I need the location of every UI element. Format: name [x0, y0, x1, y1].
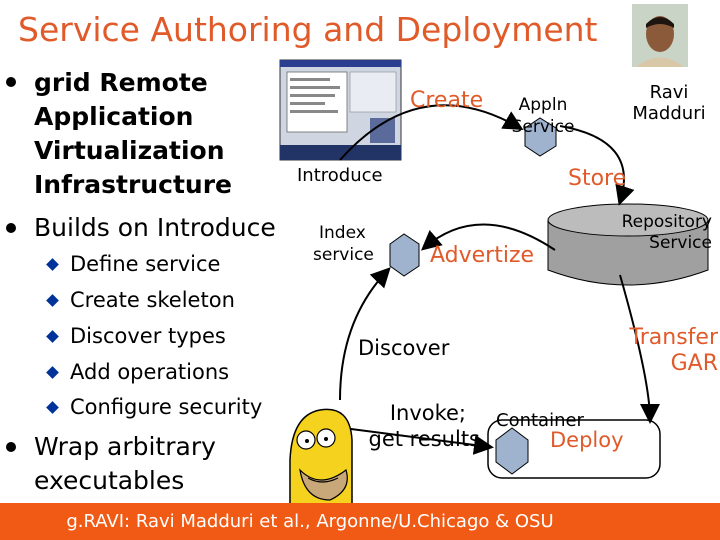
sub-bullet-diamond: [46, 330, 59, 343]
bullet-grid-line2: Application: [34, 102, 194, 131]
arrow-advertize: [420, 223, 556, 251]
bullet-builds-on-introduce: Builds on Introduce: [34, 213, 276, 242]
arrow-discover: [339, 267, 391, 401]
presenter-name: Ravi Madduri: [632, 82, 706, 124]
sub-bullet-diamond: [46, 366, 59, 379]
label-advertize: Advertize: [430, 243, 535, 268]
cartoon-character: [289, 408, 353, 506]
footer-bar: g.RAVI: Ravi Madduri et al., Argonne/U.C…: [0, 503, 720, 540]
arrow-transfer: [619, 274, 660, 424]
index-service-hexagon: [389, 233, 420, 277]
label-store: Store: [568, 166, 627, 191]
label-appln-service: Appln Service: [511, 95, 575, 137]
label-invoke-get-results: Invoke; get results: [368, 401, 480, 451]
label-introduce: Introduce: [297, 165, 383, 186]
label-repository-service: Repository Service: [621, 212, 712, 253]
sub-bullet-item: Define service: [70, 252, 221, 276]
bullet-grid-line3: Virtualization: [34, 136, 225, 165]
label-deploy: Deploy: [550, 428, 624, 452]
sub-bullet-item: Create skeleton: [70, 288, 235, 312]
bullet-dot: [6, 442, 16, 452]
sub-bullet-item: Add operations: [70, 360, 230, 384]
introduce-screenshot: [279, 59, 402, 161]
arrow-create: [339, 104, 524, 161]
arrow-store: [559, 125, 635, 206]
bullet-list: grid Remote Application Virtualization I…: [0, 0, 300, 500]
repository-cylinder: [547, 203, 709, 286]
appln-service-hexagon: [524, 117, 557, 157]
label-create: Create: [410, 88, 484, 113]
sub-bullet-diamond: [46, 294, 59, 307]
bullet-grid-line4: Infrastructure: [34, 170, 232, 199]
bullet-wrap-line1: Wrap arbitrary: [34, 432, 216, 461]
slide-title: Service Authoring and Deployment: [18, 10, 598, 49]
label-discover: Discover: [358, 336, 450, 360]
sub-bullet-diamond: [46, 401, 59, 414]
label-index-service: Index service: [313, 223, 374, 265]
bullet-dot: [6, 223, 16, 233]
sub-bullet-item: Discover types: [70, 324, 226, 348]
sub-bullet-item: Configure security: [70, 395, 263, 419]
sub-bullet-diamond: [46, 258, 59, 271]
bullet-dot: [6, 77, 16, 87]
label-container: Container: [496, 410, 584, 431]
bullet-wrap-line2: executables: [34, 466, 185, 495]
label-transfer-gar: Transfer GAR: [629, 325, 718, 376]
bullet-grid-line1: grid Remote: [34, 68, 208, 97]
footer-credit: g.RAVI: Ravi Madduri et al., Argonne/U.C…: [66, 511, 554, 532]
presenter-photo: [632, 4, 688, 67]
